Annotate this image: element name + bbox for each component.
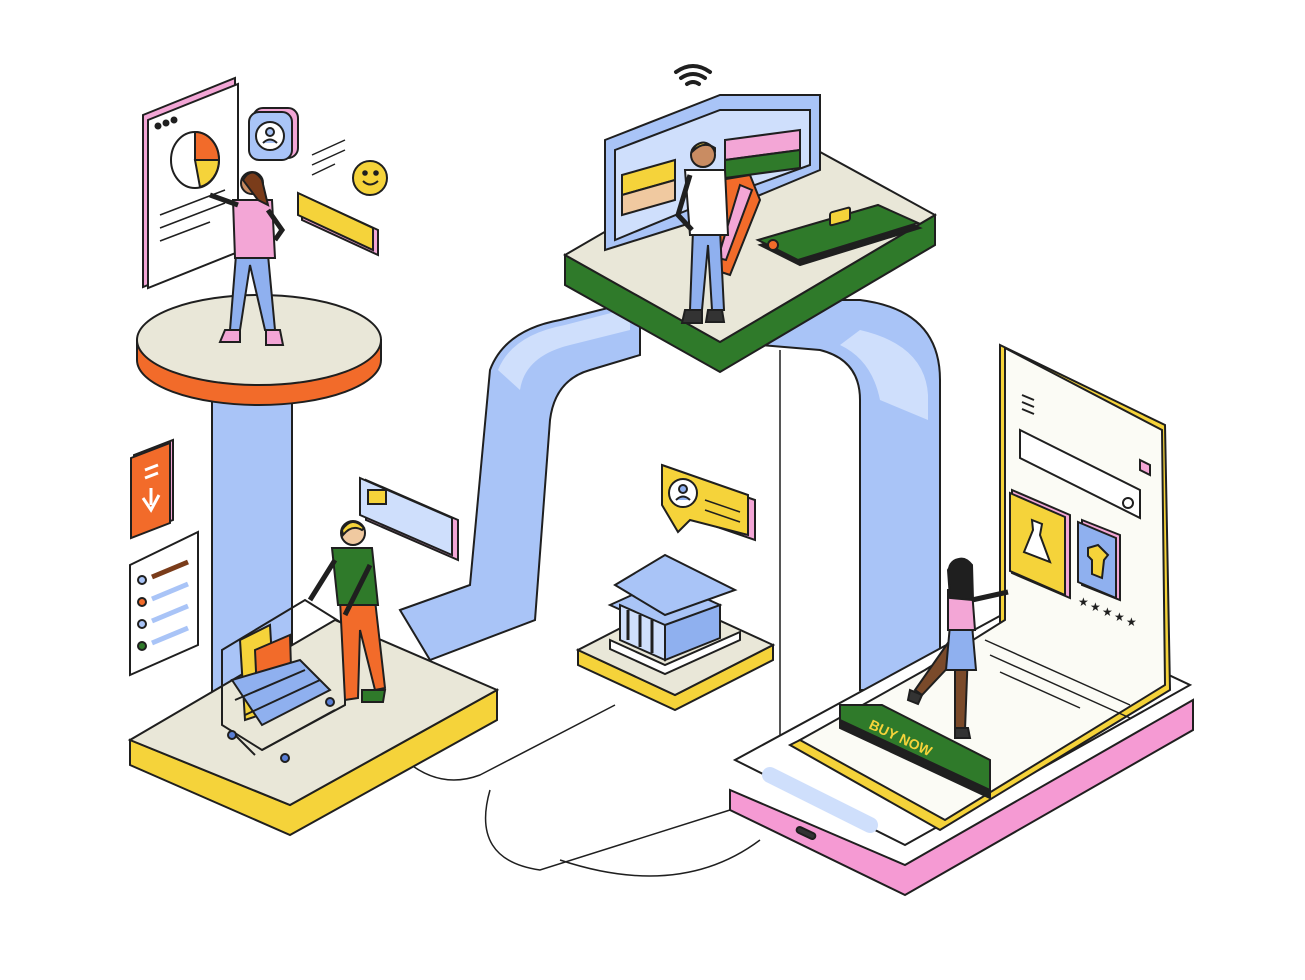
smiley-icon [352, 160, 388, 196]
text-lines [311, 139, 346, 176]
search-input[interactable] [1019, 428, 1141, 520]
bank-icon [607, 553, 741, 676]
download-arrow-icon [130, 438, 174, 540]
analyst-woman [209, 171, 286, 346]
svg-text:★: ★ [1114, 610, 1125, 624]
checklist-icon [129, 530, 199, 677]
analytics-window [142, 76, 239, 290]
yellow-label [297, 191, 379, 257]
svg-text:★: ★ [1102, 605, 1113, 619]
menu-icon [1021, 394, 1035, 415]
svg-text:★: ★ [1078, 595, 1089, 609]
buy-now-button[interactable]: BUY NOW [839, 704, 991, 800]
shopper-man [307, 520, 387, 703]
svg-text:★: ★ [1090, 600, 1101, 614]
product-tile-dress[interactable] [1009, 488, 1071, 600]
credit-card-icon [755, 203, 923, 267]
svg-text:★: ★ [1126, 615, 1137, 629]
wifi-icon [674, 64, 712, 86]
blue-ribbon-connector [398, 298, 941, 691]
analytics-platform [136, 294, 382, 406]
user-icon [248, 107, 299, 161]
shopping-cart-icon [221, 598, 346, 763]
pie-chart-icon [170, 130, 221, 189]
chat-bubble-center [661, 463, 756, 542]
shopper-woman [906, 557, 1009, 739]
product-tile-tshirt[interactable] [1077, 518, 1121, 602]
tshirt-icon [1087, 543, 1110, 580]
wallet-man [675, 141, 730, 324]
rating-stars: ★ ★ ★ ★ ★ [1078, 595, 1137, 629]
search-icon [1122, 497, 1134, 509]
dress-icon [1022, 518, 1052, 564]
chat-bubble-left [359, 476, 459, 562]
cart-icon [1139, 458, 1151, 477]
